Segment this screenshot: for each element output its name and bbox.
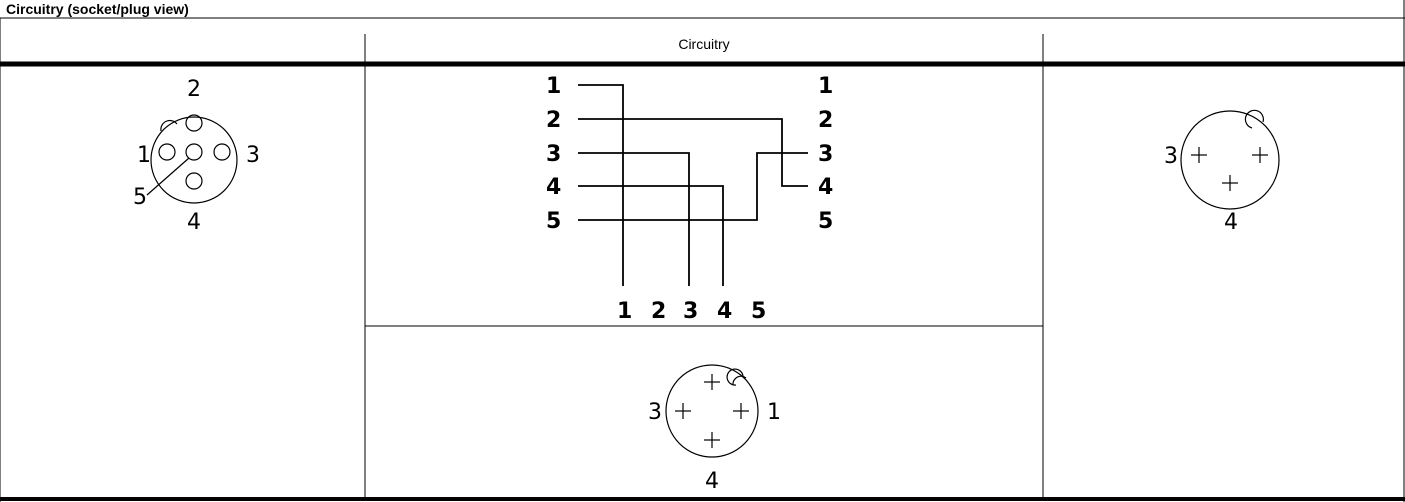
wire-left-label: 3 — [546, 142, 561, 167]
wiring-bottom-labels: 1 2 3 4 5 — [617, 299, 766, 324]
wire-bottom-label: 5 — [751, 299, 766, 324]
wire-right-label: 3 — [818, 142, 833, 167]
wiring-lines — [578, 84, 808, 286]
socket-5pin-labels: 1 2 3 4 5 — [133, 77, 260, 235]
plug-pin-label: 3 — [1164, 144, 1178, 169]
wire-left-label: 1 — [546, 74, 561, 99]
wire-bottom-label: 4 — [717, 299, 732, 324]
socket-pin-label: 2 — [187, 77, 201, 102]
wire-left-label: 2 — [546, 108, 561, 133]
plug-pin-label: 4 — [1224, 210, 1238, 235]
wire-right-label: 4 — [818, 175, 833, 200]
wiring-right-labels: 1 2 3 4 5 — [818, 74, 833, 234]
plug-4pin-icon — [665, 364, 759, 458]
page-title: Circuitry (socket/plug view) — [6, 1, 189, 17]
socket-pin-label: 5 — [133, 185, 147, 210]
wire-bottom-label: 2 — [651, 299, 666, 324]
wire-bottom-label: 1 — [617, 299, 632, 324]
wire-left-label: 4 — [546, 175, 561, 200]
wire-right-label: 5 — [818, 209, 833, 234]
socket-5pin-icon — [146, 114, 238, 204]
wire-bottom-label: 3 — [683, 299, 698, 324]
socket-pin-label: 1 — [137, 143, 151, 168]
socket-pin-label: 4 — [187, 210, 201, 235]
plug-4pin-labels: 3 1 4 — [648, 400, 781, 494]
wiring-left-labels: 1 2 3 4 5 — [546, 74, 561, 234]
socket-pin-label: 3 — [246, 143, 260, 168]
wire-right-label: 2 — [818, 108, 833, 133]
plug-pin-label: 3 — [648, 400, 662, 425]
plug-pin-label: 4 — [705, 469, 719, 494]
column-heading-circuitry: Circuitry — [678, 36, 730, 52]
plug-3pin-icon — [1180, 109, 1280, 210]
plug-pin-label: 1 — [767, 400, 781, 425]
wire-left-label: 5 — [546, 209, 561, 234]
plug-3pin-labels: 3 4 — [1164, 144, 1238, 235]
wire-right-label: 1 — [818, 74, 833, 99]
